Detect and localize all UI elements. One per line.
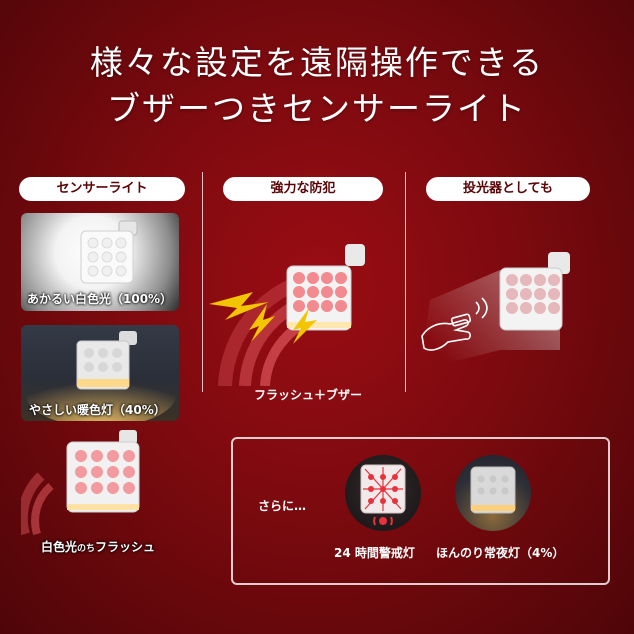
lightning-bolt-icon — [209, 292, 317, 344]
alert-light-caption: 24 時間警戒灯 — [334, 546, 415, 560]
floodlight-title: 投光器としても — [426, 177, 590, 201]
night-light-image — [455, 455, 531, 531]
bright-white-mode-panel: あかるい白色光（100%） — [21, 213, 179, 311]
extras-lead: さらに… — [258, 499, 307, 513]
white-then-flash-panel: 白色光のちフラッシュ — [21, 428, 181, 556]
night-light-caption: ほんのり常夜灯（4%） — [436, 546, 565, 560]
crime-prevention-title: 強力な防犯 — [223, 177, 383, 201]
white-then-flash-caption: 白色光のちフラッシュ — [41, 538, 155, 555]
warm-light-caption: やさしい暖色灯（40%） — [29, 403, 166, 417]
warm-light-fixture-image — [26, 331, 176, 421]
bright-white-caption: あかるい白色光（100%） — [27, 292, 173, 306]
column-divider-1 — [202, 172, 203, 392]
floodlight-illustration — [420, 252, 570, 370]
headline-line-1: 様々な設定を遠隔操作できる — [89, 43, 545, 82]
flash-buzzer-illustration — [209, 244, 365, 386]
sensor-light-title: センサーライト — [19, 177, 185, 201]
remote-control-hand-icon — [421, 297, 488, 351]
headline-line-2: ブザーつきセンサーライト — [107, 89, 527, 128]
caption-end: フラッシュ — [95, 540, 156, 554]
sound-wave-icon — [373, 516, 393, 526]
caption-small: のち — [77, 544, 96, 554]
caption-main: 白色光 — [41, 540, 78, 554]
extras-box — [231, 437, 610, 585]
alert-light-image — [345, 455, 421, 531]
bright-light-fixture-image — [80, 220, 138, 284]
warm-light-mode-panel: やさしい暖色灯（40%） — [21, 325, 179, 421]
column-divider-2 — [405, 172, 406, 392]
flash-buzzer-caption: フラッシュ＋ブザー — [254, 388, 363, 402]
flash-fixture-image — [21, 430, 140, 536]
